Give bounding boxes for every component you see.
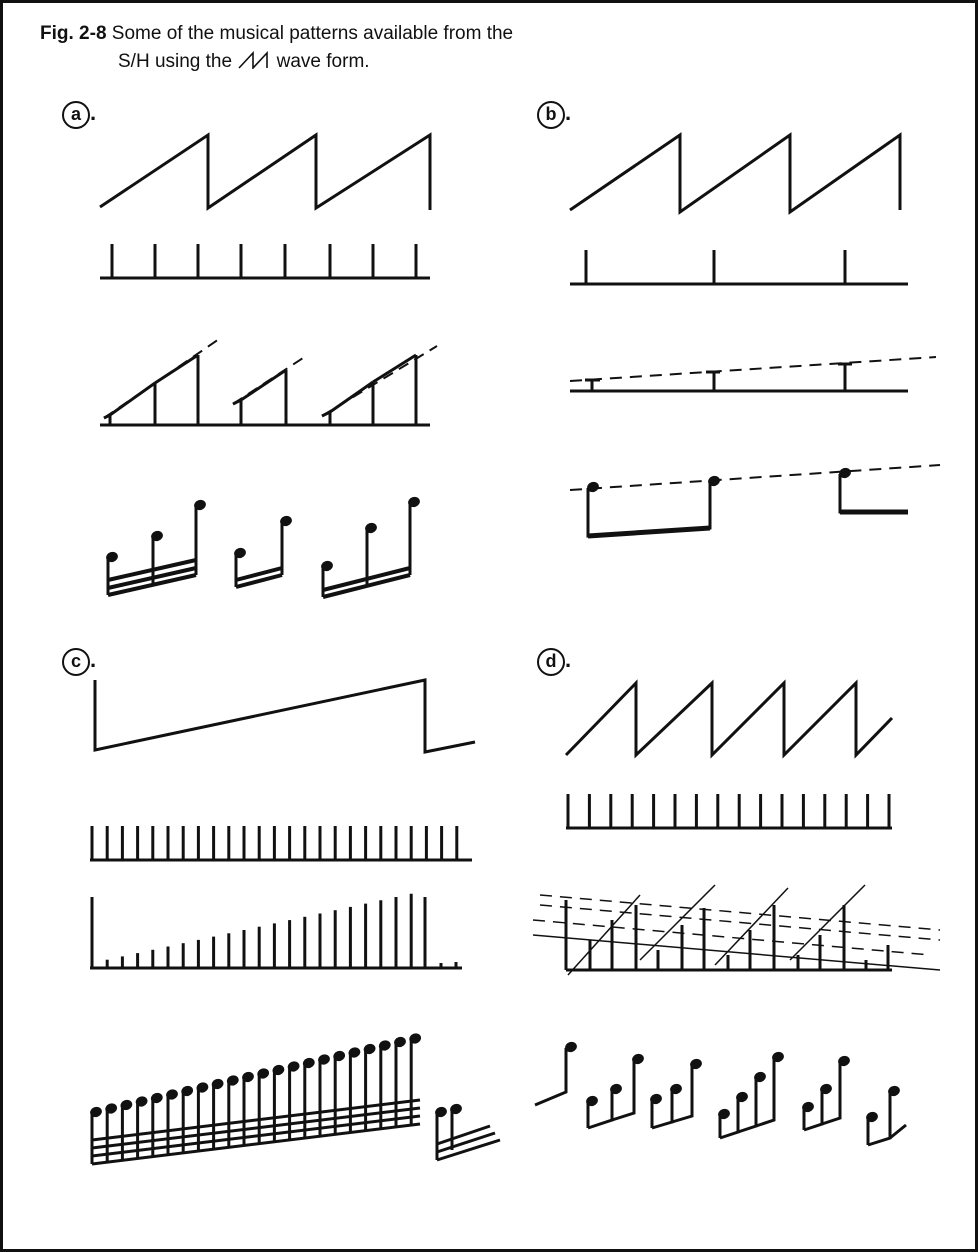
panel-a: [100, 135, 437, 597]
panel-d-sawtooth: [566, 683, 892, 755]
panel-d-note-heads: [564, 1040, 902, 1124]
panel-c: [89, 680, 500, 1164]
panel-a-notes: [108, 503, 410, 597]
panel-b-note-trend: [570, 465, 940, 490]
panel-d-sampled-values: [566, 900, 892, 970]
panel-c-sampled-values: [90, 894, 462, 968]
panel-a-sawtooth: [100, 135, 430, 210]
panel-c-beam: [92, 1108, 420, 1148]
panel-c-clock-pulses: [90, 826, 472, 860]
panel-c-beam: [92, 1116, 420, 1156]
panel-b-sawtooth: [570, 135, 900, 212]
panel-a-sampled-values: [100, 355, 430, 425]
panel-b: [570, 135, 940, 536]
panel-a-clock-pulses: [100, 244, 430, 278]
panel-c-notes: [89, 1032, 500, 1164]
panel-c-beam: [437, 1126, 490, 1144]
panel-d: [533, 683, 940, 1145]
panel-c-beam: [92, 1124, 420, 1164]
panel-b-trend-line: [570, 357, 936, 381]
panel-c-sawtooth: [95, 680, 475, 752]
panel-d-clock-pulses: [566, 794, 892, 828]
panel-b-notes: [588, 474, 908, 536]
panel-d-trend-lines: [533, 885, 940, 975]
panel-b-clock-pulses: [570, 250, 908, 284]
panel-b-note-heads: [586, 466, 853, 494]
